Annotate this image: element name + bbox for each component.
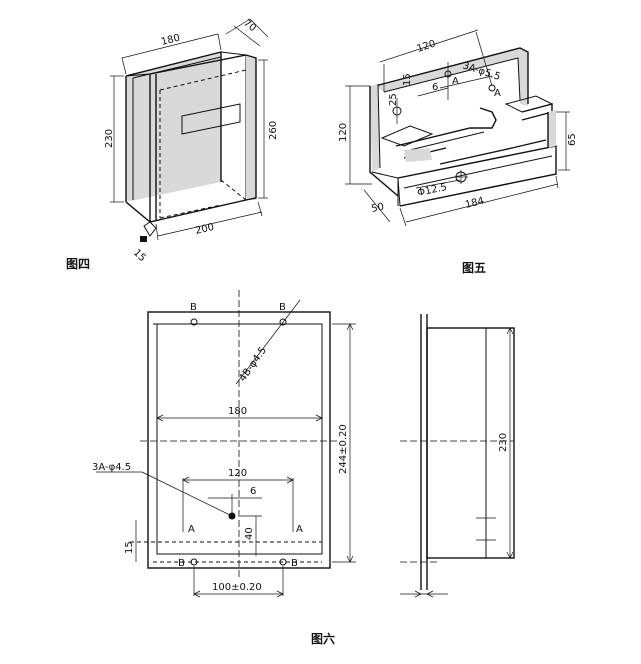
f5-dim-height: 120 bbox=[338, 123, 349, 142]
f6-marker-a2: A bbox=[296, 524, 303, 535]
f6-marker-b4: B bbox=[291, 558, 298, 569]
f5-dim-bottom: 184 bbox=[464, 196, 485, 211]
f4-dim-height-right: 260 bbox=[268, 121, 279, 140]
figure4-box: 180 70 230 260 200 15 bbox=[104, 18, 279, 264]
f5-dim-15: 15 bbox=[402, 73, 413, 86]
figure5-bracket: 120 120 50 184 65 25 15 6 3A-φ5.5 A A Φ1… bbox=[338, 29, 578, 227]
figure6-caption: 图六 bbox=[311, 631, 335, 646]
f5-dim-right: 65 bbox=[567, 133, 578, 146]
f6-marker-b3: B bbox=[178, 558, 185, 569]
f6-dim-15: 15 bbox=[124, 541, 135, 554]
f4-dim-foot: 15 bbox=[131, 247, 148, 264]
f6-marker-b2: B bbox=[279, 302, 286, 313]
f5-point-a1: A bbox=[452, 76, 459, 87]
f4-dim-height-left: 230 bbox=[104, 129, 115, 148]
f6-marker-b1: B bbox=[190, 302, 197, 313]
f4-dim-depth: 70 bbox=[241, 18, 258, 35]
figure6-side-view: 230 bbox=[400, 314, 515, 598]
f6-dim-40: 40 bbox=[244, 527, 255, 540]
f5-point-a2: A bbox=[494, 88, 501, 99]
f6-dim-230: 230 bbox=[498, 433, 509, 452]
f6-hole-3a: 3A-φ4.5 bbox=[92, 462, 131, 473]
f4-dim-width: 180 bbox=[160, 33, 181, 48]
f5-dim-depth: 50 bbox=[370, 202, 385, 215]
figure4-caption: 图四 bbox=[66, 257, 90, 271]
f5-dim-25: 25 bbox=[388, 93, 399, 106]
f6-marker-a1: A bbox=[188, 524, 195, 535]
figure5-caption: 图五 bbox=[462, 261, 486, 275]
f5-dim-6: 6 bbox=[432, 82, 438, 93]
f6-dim-244: 244±0.20 bbox=[338, 424, 349, 474]
f4-dim-bottom: 200 bbox=[194, 222, 215, 237]
f6-dim-100: 100±0.20 bbox=[212, 582, 262, 593]
f6-hole-4b: 4B-φ4.5 bbox=[237, 345, 269, 384]
f6-dim-120: 120 bbox=[228, 468, 247, 479]
f5-dim-top: 120 bbox=[416, 38, 438, 54]
f6-dim-180: 180 bbox=[228, 406, 247, 417]
f6-dim-6: 6 bbox=[250, 486, 256, 497]
figure6-front-view: B B B B 4B-φ4.5 180 244±0.20 120 6 3A-φ bbox=[92, 290, 356, 598]
